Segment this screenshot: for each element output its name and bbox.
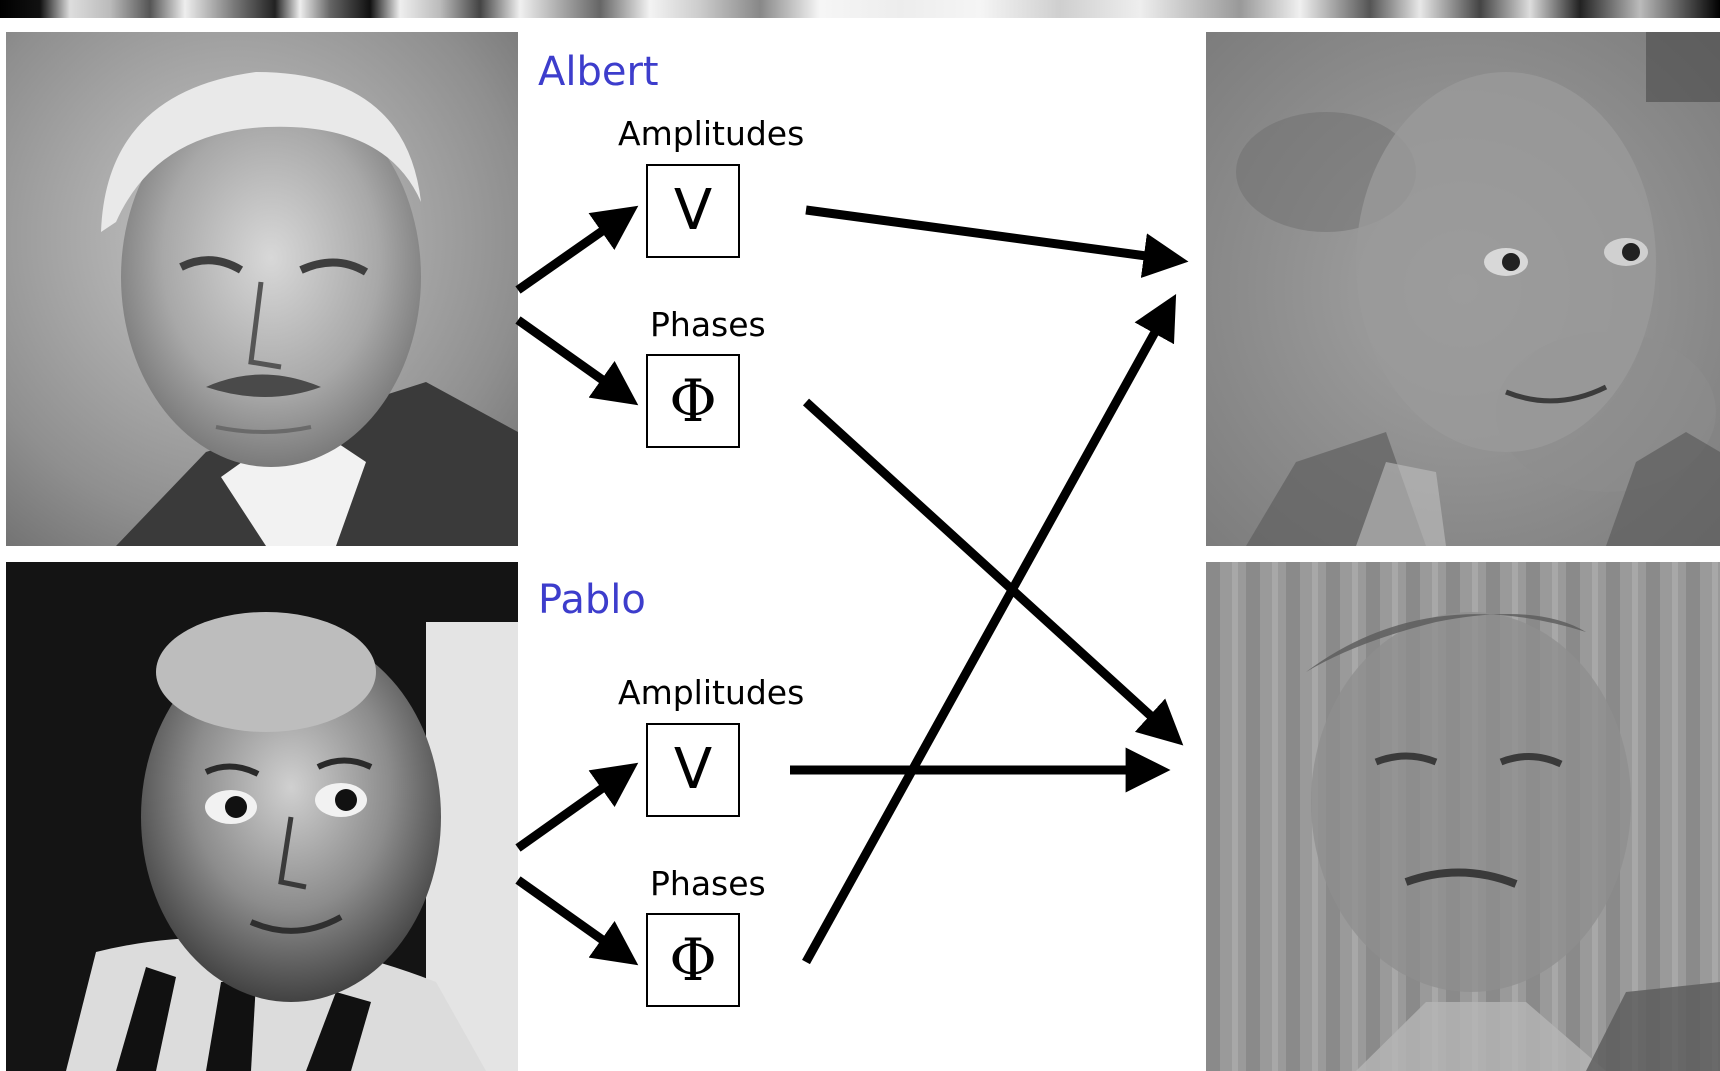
second-phase-symbol: Φ (648, 915, 738, 1005)
pablo-to-amplitude-arrow (518, 770, 628, 848)
top-decorative-strip (0, 0, 1720, 18)
second-phase-box: Φ (646, 913, 740, 1007)
first-amplitude-symbol: V (648, 166, 738, 256)
second-amplitudes-label: Amplitudes (618, 676, 804, 709)
albert-to-phase-arrow (518, 320, 628, 398)
albert-amplitude-to-top-result-arrow (806, 210, 1176, 260)
second-amplitude-symbol: V (648, 725, 738, 815)
albert-phase-to-bottom-result-arrow (806, 402, 1174, 737)
first-amplitudes-label: Amplitudes (618, 117, 804, 150)
albert-portrait-photo (6, 32, 518, 546)
first-person-name: Albert (538, 52, 659, 92)
first-phases-label: Phases (650, 308, 766, 341)
second-phases-label: Phases (650, 867, 766, 900)
second-amplitude-box: V (646, 723, 740, 817)
pablo-to-phase-arrow (518, 880, 628, 958)
pablo-portrait-photo (6, 562, 518, 1071)
first-amplitude-box: V (646, 164, 740, 258)
first-phase-box: Φ (646, 354, 740, 448)
first-phase-symbol: Φ (648, 356, 738, 446)
albert-amplitude-pablo-phase-result-image (1206, 32, 1720, 546)
second-person-name: Pablo (538, 580, 646, 620)
albert-to-amplitude-arrow (518, 213, 628, 290)
pablo-amplitude-albert-phase-result-image (1206, 562, 1720, 1071)
pablo-phase-to-top-result-arrow (806, 305, 1170, 962)
